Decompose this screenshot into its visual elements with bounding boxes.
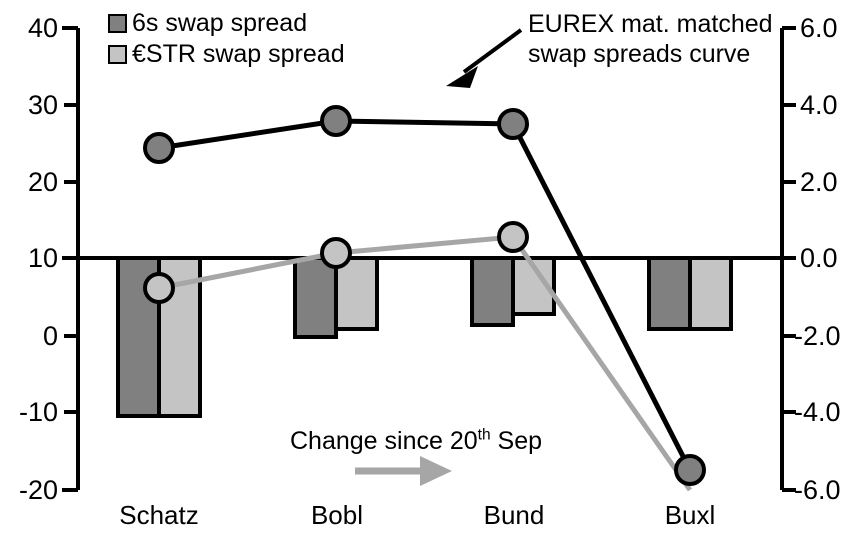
left-axis-tick-neg10: -10 <box>18 397 58 427</box>
left-axis-tick-20: 20 <box>27 167 58 197</box>
x-axis-label-buxl: Buxl <box>664 500 716 530</box>
eurex-annotation-line1: EUREX mat. matched <box>528 10 773 38</box>
left-axis-tick-30: 30 <box>27 90 58 120</box>
change-annotation-prefix: Change since 20 <box>290 427 478 455</box>
eurex-black-line <box>158 118 693 472</box>
left-axis-tick-40: 40 <box>27 13 58 43</box>
right-axis-tick-6: 6.0 <box>800 13 838 43</box>
bar-buxl-estr <box>688 256 733 331</box>
eurex-marker-buxl <box>674 454 706 486</box>
right-axis-tick-neg6: -6.0 <box>794 475 841 505</box>
change-since-arrow-icon <box>355 456 452 486</box>
left-axis-tick-0: 0 <box>42 321 58 351</box>
left-axis-tick-neg20: -20 <box>18 475 58 505</box>
gray-change-line <box>158 234 693 492</box>
bar-bobl-estr <box>334 256 379 331</box>
eurex-curve-annotation: EUREX mat. matched swap spreads curve <box>528 10 773 69</box>
legend-item-6s-swap-spread: 6s swap spread <box>108 8 345 39</box>
chart-legend: 6s swap spread €STR swap spread <box>108 8 345 70</box>
x-axis-label-schatz: Schatz <box>119 500 199 530</box>
change-annotation-suffix: Sep <box>490 427 543 455</box>
right-axis-tick-0: 0.0 <box>800 243 838 273</box>
change-since-annotation: Change since 20th Sep <box>290 427 542 457</box>
eurex-callout-arrow-icon <box>446 28 523 88</box>
eurex-annotation-line2: swap spreads curve <box>528 39 751 68</box>
x-axis-label-bobl: Bobl <box>310 500 364 530</box>
bar-bobl-6s <box>293 256 338 339</box>
gray-marker-bund <box>497 221 529 253</box>
change-annotation-superscript: th <box>477 426 491 444</box>
bar-buxl-6s <box>647 256 692 331</box>
x-axis-label-bund: Bund <box>483 500 545 530</box>
right-axis-tick-neg4: -4.0 <box>794 397 841 427</box>
legend-item-estr-swap-spread: €STR swap spread <box>108 39 345 70</box>
eurex-marker-bund <box>497 108 529 140</box>
bar-bund-6s <box>470 256 515 327</box>
left-axis-tick-10: 10 <box>27 243 58 273</box>
right-axis-tick-neg2: -2.0 <box>794 321 841 351</box>
gray-marker-bobl <box>320 237 352 269</box>
legend-label-6s-swap-spread: 6s swap spread <box>132 9 308 37</box>
legend-swatch-dark-icon <box>108 14 127 33</box>
right-axis-tick-4: 4.0 <box>800 90 838 120</box>
eurex-marker-schatz <box>143 132 175 164</box>
gray-marker-schatz <box>143 272 175 304</box>
legend-swatch-light-icon <box>108 45 127 64</box>
right-axis-tick-2: 2.0 <box>800 167 838 197</box>
eurex-marker-bobl <box>320 105 352 137</box>
legend-label-estr-swap-spread: €STR swap spread <box>132 40 345 68</box>
